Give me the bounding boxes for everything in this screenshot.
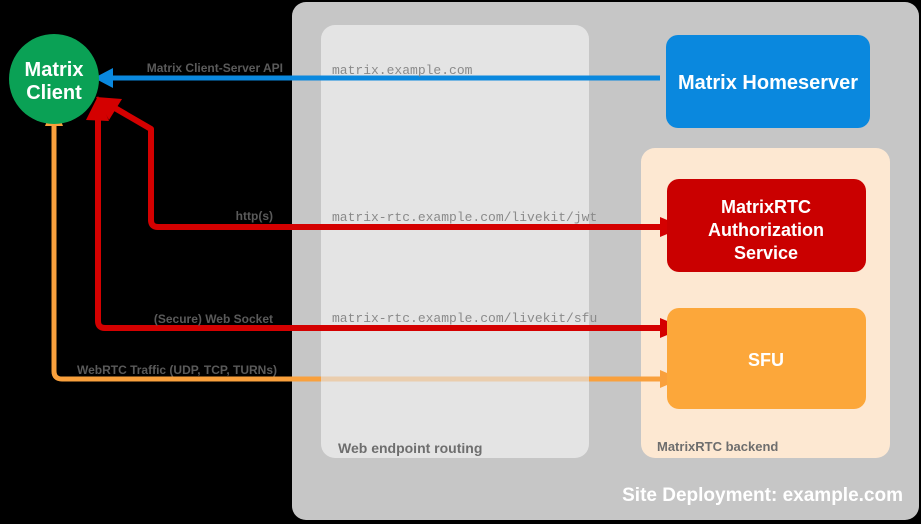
flow-secure-web-socket-label: (Secure) Web Socket xyxy=(154,312,273,326)
node-sfu-label: SFU xyxy=(748,350,784,370)
web-endpoint-routing-box xyxy=(321,25,589,458)
endpoint-livekit-sfu: matrix-rtc.example.com/livekit/sfu xyxy=(332,311,597,326)
node-matrix-homeserver-label: Matrix Homeserver xyxy=(678,72,858,94)
node-matrixrtc-authorization-service-label-line1: MatrixRTC xyxy=(721,197,811,217)
matrixrtc-backend-label: MatrixRTC backend xyxy=(657,439,778,454)
node-sfu[interactable] xyxy=(667,308,866,409)
flow-matrix-client-server-api xyxy=(94,68,660,88)
flow-https-jwt-label: http(s) xyxy=(236,209,273,223)
site-deployment-label: Site Deployment: example.com xyxy=(622,485,903,506)
node-matrix-client-label-line2: Client xyxy=(26,82,82,104)
node-matrix-client-label-line1: Matrix xyxy=(25,59,84,81)
flow-matrix-client-server-api-label: Matrix Client-Server API xyxy=(147,61,283,75)
endpoint-livekit-jwt: matrix-rtc.example.com/livekit/jwt xyxy=(332,210,597,225)
web-endpoint-routing-label: Web endpoint routing xyxy=(338,440,482,456)
node-matrixrtc-authorization-service-label-line3: Service xyxy=(734,243,798,263)
flow-webrtc-traffic-label: WebRTC Traffic (UDP, TCP, TURNs) xyxy=(77,363,277,377)
node-matrix-homeserver[interactable] xyxy=(666,35,870,128)
node-matrixrtc-authorization-service-label-line2: Authorization xyxy=(708,220,824,240)
node-matrixrtc-authorization-service[interactable] xyxy=(667,179,866,272)
node-matrix-client[interactable] xyxy=(9,34,99,124)
endpoint-matrix-example-com: matrix.example.com xyxy=(332,63,473,78)
